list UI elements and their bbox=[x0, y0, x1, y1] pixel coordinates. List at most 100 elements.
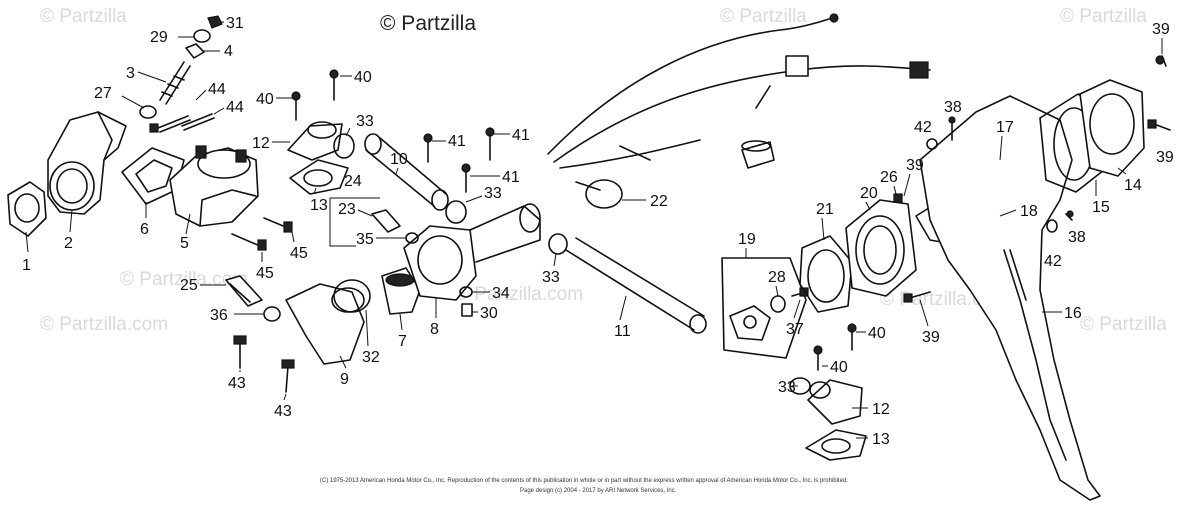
callout-10: 10 bbox=[390, 151, 408, 168]
callout-40a: 40 bbox=[354, 69, 372, 86]
callout-21: 21 bbox=[816, 201, 834, 218]
callout-33c: 33 bbox=[542, 269, 560, 286]
callout-35: 35 bbox=[356, 231, 374, 248]
part-sensor-25 bbox=[225, 275, 263, 307]
callout-22: 22 bbox=[650, 193, 668, 210]
part-pipe-10 bbox=[364, 133, 449, 211]
part-nut-27 bbox=[139, 105, 157, 119]
callout-38a: 38 bbox=[944, 99, 962, 116]
part-bolts-40-right bbox=[813, 323, 857, 371]
callout-39c: 39 bbox=[1156, 149, 1174, 166]
callout-1: 1 bbox=[22, 257, 31, 274]
part-bolt-39-mid bbox=[903, 291, 931, 303]
callout-27: 27 bbox=[94, 85, 112, 102]
part-wiring-harness bbox=[547, 13, 931, 169]
callout-41b: 41 bbox=[512, 127, 530, 144]
callout-40b: 40 bbox=[256, 91, 274, 108]
callout-12b: 12 bbox=[872, 401, 890, 418]
footer-page-design: Page design (c) 2004 - 2017 by ARI Netwo… bbox=[520, 488, 677, 494]
callout-28: 28 bbox=[768, 269, 786, 286]
callout-30: 30 bbox=[480, 305, 498, 322]
callout-44b: 44 bbox=[226, 99, 244, 116]
callout-18: 18 bbox=[1020, 203, 1038, 220]
callout-39d: 39 bbox=[1152, 21, 1170, 38]
callout-41c: 41 bbox=[502, 169, 520, 186]
callout-16: 16 bbox=[1064, 305, 1082, 322]
part-sensor-22 bbox=[575, 179, 623, 209]
part-nut-4 bbox=[185, 43, 205, 59]
callout-2: 2 bbox=[64, 235, 73, 252]
watermark-text: © Partzilla.com bbox=[455, 284, 583, 305]
part-bolts-44 bbox=[149, 113, 215, 133]
part-bolt-40-top bbox=[291, 69, 339, 121]
part-cap-7 bbox=[381, 267, 421, 315]
part-cover-14 bbox=[1079, 79, 1145, 177]
callout-38b: 38 bbox=[1068, 229, 1086, 246]
callout-24: 24 bbox=[344, 173, 362, 190]
callout-8: 8 bbox=[430, 321, 439, 338]
callout-32: 32 bbox=[362, 349, 380, 366]
callout-14: 14 bbox=[1124, 177, 1142, 194]
callout-4: 4 bbox=[224, 43, 233, 60]
callout-42b: 42 bbox=[1044, 253, 1062, 270]
callout-40c: 40 bbox=[868, 325, 886, 342]
part-elbow-12-top bbox=[287, 121, 343, 161]
callout-15: 15 bbox=[1092, 199, 1110, 216]
part-bolts-41 bbox=[423, 127, 495, 193]
callout-33d: 33 bbox=[778, 379, 796, 396]
footer: (C) 1975-2013 American Honda Motor Co., … bbox=[320, 478, 848, 494]
callout-41a: 41 bbox=[448, 133, 466, 150]
part-bolts-45 bbox=[231, 217, 293, 251]
callout-25: 25 bbox=[180, 277, 198, 294]
callout-34: 34 bbox=[492, 285, 510, 302]
callout-20: 20 bbox=[860, 185, 878, 202]
callout-33a: 33 bbox=[356, 113, 374, 130]
callout-33b: 33 bbox=[484, 185, 502, 202]
callout-9: 9 bbox=[340, 371, 349, 388]
part-gasket-13-bottom bbox=[805, 429, 867, 461]
part-oring-36 bbox=[263, 306, 281, 322]
part-pump-body-20 bbox=[845, 199, 917, 297]
part-bolt-37 bbox=[791, 287, 809, 297]
watermark-text-dark: © Partzilla bbox=[380, 12, 476, 35]
watermark-text: © Partzilla.com bbox=[40, 314, 168, 335]
callout-5: 5 bbox=[180, 235, 189, 252]
callout-37: 37 bbox=[786, 321, 804, 338]
watermark-text: © Partzilla bbox=[1080, 314, 1167, 335]
footer-copyright: (C) 1975-2013 American Honda Motor Co., … bbox=[320, 478, 848, 484]
callout-3: 3 bbox=[126, 65, 135, 82]
part-bracket-16 bbox=[919, 95, 1101, 501]
part-cap-wiring bbox=[741, 140, 775, 169]
callout-layer: 1 2 3 4 5 6 7 8 9 10 11 12 12 13 13 14 1… bbox=[22, 15, 1174, 448]
callout-44a: 44 bbox=[208, 81, 226, 98]
part-elbow-12-bottom bbox=[807, 379, 863, 425]
part-bolt-26 bbox=[893, 193, 903, 203]
part-plug-30 bbox=[461, 303, 473, 317]
part-screw-3 bbox=[159, 61, 191, 105]
part-elbow-9 bbox=[285, 283, 365, 365]
watermark-text: © Partzilla bbox=[1060, 6, 1147, 27]
callout-6: 6 bbox=[140, 221, 149, 238]
callout-17: 17 bbox=[996, 119, 1014, 136]
callout-23: 23 bbox=[338, 201, 356, 218]
part-sensor-23 bbox=[371, 209, 401, 233]
part-washer-28 bbox=[770, 295, 786, 313]
callout-12a: 12 bbox=[252, 135, 270, 152]
part-washer-42 bbox=[926, 138, 1058, 233]
part-pump-5 bbox=[169, 145, 259, 227]
part-housing-2 bbox=[47, 111, 127, 215]
callout-45a: 45 bbox=[256, 265, 274, 282]
part-housing-8 bbox=[403, 203, 541, 301]
callout-13a: 13 bbox=[310, 197, 328, 214]
callout-13b: 13 bbox=[872, 431, 890, 448]
part-gasket-1 bbox=[7, 181, 47, 237]
part-oring-32 bbox=[333, 279, 371, 313]
callout-42a: 42 bbox=[914, 119, 932, 136]
callout-43a: 43 bbox=[228, 375, 246, 392]
part-bolt-39-right bbox=[1147, 55, 1171, 131]
callout-31: 31 bbox=[226, 15, 244, 32]
part-pipe-11 bbox=[565, 237, 707, 334]
callout-29: 29 bbox=[150, 29, 168, 46]
callout-36: 36 bbox=[210, 307, 228, 324]
